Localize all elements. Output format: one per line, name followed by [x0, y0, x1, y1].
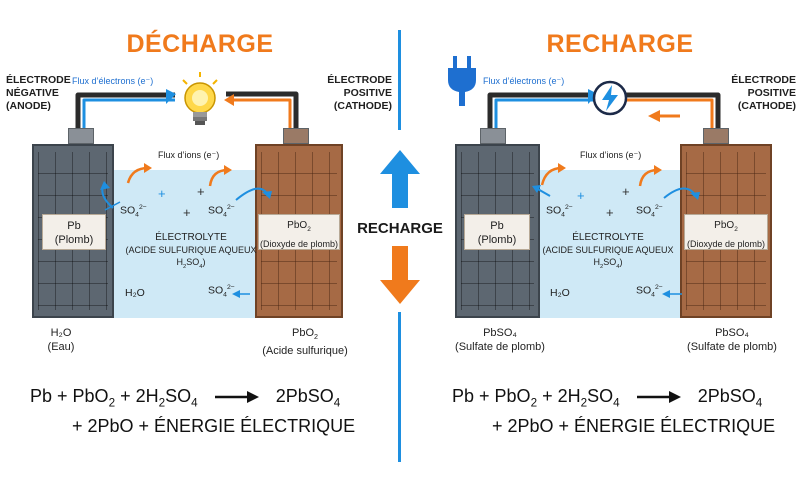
ion-flux-label: Flux d’ions (e⁻): [158, 150, 220, 160]
discharge-equation-line-2: + 2PbO + ÉNERGIE ÉLECTRIQUE: [72, 416, 356, 436]
lead-dioxide-plate-label: PbO2 (Dioxyde de plomb): [684, 214, 768, 250]
plate-name: (Dioxyde de plomb): [259, 239, 339, 249]
discharge-equation-line-1: Pb + PbO2 + 2H2SO4 2PbSO4: [30, 386, 341, 410]
current-arrow-head: [224, 94, 234, 106]
label-line: (Sulfate de plomb): [455, 341, 545, 353]
electron-arrow-head: [166, 89, 176, 104]
electron-flux-label: Flux d’électrons (e⁻): [483, 76, 565, 86]
plus-sign: +: [606, 205, 614, 220]
sulfate-ion: SO42−: [546, 204, 573, 219]
plus-sign: +: [197, 184, 205, 199]
label-line: NÉGATIVE: [6, 87, 59, 99]
label-line: (Eau): [47, 341, 75, 353]
plate-name: (Plomb): [477, 234, 517, 246]
pos-wire-dark: [226, 91, 299, 128]
positive-electrode-label: ÉLECTRODE POSITIVE (CATHODE): [310, 74, 392, 113]
label-line: H₂O: [50, 327, 72, 339]
electrolyte-label: ÉLECTROLYTE (ACIDE SULFURIQUE AQUEUX H2S…: [528, 232, 688, 273]
negative-terminal: [68, 128, 94, 144]
down-arrow-icon: [380, 246, 420, 304]
lightning-charger-icon: [592, 80, 628, 116]
plus-sign: +: [183, 205, 191, 220]
electron-flux-label: Flux d’électrons (e⁻): [72, 76, 154, 86]
neg-wire-blue: [82, 98, 175, 128]
divider-line-bottom: [398, 312, 401, 462]
plate-formula: Pb: [67, 220, 81, 232]
negative-terminal: [480, 128, 506, 144]
discharge-ion-arrows: [100, 163, 272, 298]
label-line: (CATHODE): [333, 100, 392, 112]
label-line: (Acide sulfurique): [262, 345, 348, 358]
plate-name: (Dioxyde de plomb): [686, 239, 766, 249]
label-line: ÉLECTRODE: [6, 74, 71, 86]
center-recharge-label: RECHARGE: [357, 220, 443, 237]
plate-formula: PbO2: [287, 220, 311, 233]
plus-sign: +: [158, 186, 166, 201]
label-line: ÉLECTROLYTE: [155, 232, 227, 243]
water-bottom-label: H₂O (Eau): [26, 326, 96, 354]
label-line: (Sulfate de plomb): [687, 341, 777, 353]
sulfate-ion: SO42−: [208, 284, 235, 299]
recharge-wires: [487, 89, 721, 128]
recharge-title: RECHARGE: [546, 30, 694, 58]
positive-electrode-label: ÉLECTRODE POSITIVE (CATHODE): [716, 74, 796, 113]
label-line: PbSO₄: [715, 327, 749, 339]
lead-dioxide-plate-label: PbO2 (Dioxyde de plomb): [258, 214, 340, 250]
sulfate-ion: SO42−: [636, 284, 663, 299]
label-line: PbO2: [292, 327, 318, 342]
sulfate-ion: SO42−: [208, 204, 235, 219]
label-line: PbSO₄: [483, 327, 517, 339]
divider-line-top: [398, 30, 401, 130]
ion-flux-label: Flux d’ions (e⁻): [580, 150, 642, 160]
water-formula: H₂O: [550, 287, 570, 299]
light-bulb-icon: [182, 72, 218, 125]
pos-bottom-label: PbO2 (Acide sulfurique): [250, 326, 360, 358]
water-formula: H₂O: [125, 287, 145, 299]
discharge-wires: [75, 89, 299, 128]
plus-sign: +: [577, 188, 585, 203]
label-line: POSITIVE: [343, 87, 392, 99]
pos-bottom-label: PbSO₄ (Sulfate de plomb): [672, 326, 792, 354]
sulfate-ion: SO42−: [636, 204, 663, 219]
reaction-arrow-icon: [214, 391, 259, 404]
label-line: (ACIDE SULFURIQUE AQUEUX: [542, 245, 674, 255]
plus-sign: +: [622, 184, 630, 199]
reaction-arrow-icon: [636, 391, 681, 404]
sulfate-ion: SO42−: [120, 204, 147, 219]
label-line: H2SO4): [176, 257, 206, 270]
neg-bottom-label: PbSO₄ (Sulfate de plomb): [440, 326, 560, 354]
discharge-title: DÉCHARGE: [126, 30, 274, 58]
positive-terminal: [703, 128, 729, 144]
label-line: (ACIDE SULFURIQUE AQUEUX: [125, 245, 257, 255]
label-line: (ANODE): [6, 100, 51, 112]
label-line: ÉLECTRODE: [731, 74, 796, 86]
label-line: ÉLECTRODE: [327, 74, 392, 86]
recharge-ion-arrows: [532, 163, 700, 298]
recharge-equation-line-1: Pb + PbO2 + 2H2SO4 2PbSO4: [452, 386, 763, 410]
plug-icon: [448, 56, 476, 106]
label-line: H2SO4): [593, 257, 623, 270]
label-line: (CATHODE): [737, 100, 796, 112]
electrolyte-label: ÉLECTROLYTE (ACIDE SULFURIQUE AQUEUX H2S…: [116, 232, 266, 273]
negative-electrode-label: ÉLECTRODE NÉGATIVE (ANODE): [6, 74, 71, 113]
up-arrow-icon: [380, 150, 420, 208]
plate-name: (Plomb): [54, 234, 94, 246]
label-line: ÉLECTROLYTE: [572, 232, 644, 243]
lead-plate-label: Pb (Plomb): [42, 214, 106, 250]
pos-wire-orange: [232, 98, 292, 128]
label-line: POSITIVE: [747, 87, 796, 99]
plate-formula: Pb: [490, 220, 504, 232]
recharge-equation-line-2: + 2PbO + ÉNERGIE ÉLECTRIQUE: [492, 416, 776, 436]
lead-plate-label: Pb (Plomb): [464, 214, 530, 250]
plate-formula: PbO2: [714, 220, 738, 233]
neg-wire-dark: [75, 92, 175, 128]
positive-terminal: [283, 128, 309, 144]
